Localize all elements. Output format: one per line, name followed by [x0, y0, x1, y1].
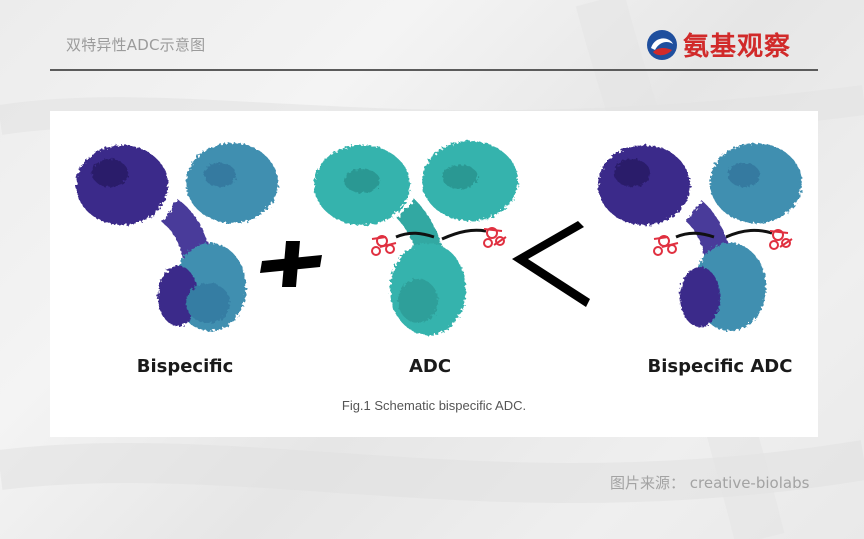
adc-antibody	[314, 141, 518, 335]
brand-logo: 氨基观察	[645, 26, 791, 63]
header-divider	[50, 69, 818, 71]
bispecific-adc-antibody	[598, 143, 802, 331]
payload-left	[653, 235, 679, 256]
payload-right	[769, 229, 793, 250]
payload-left	[371, 235, 397, 256]
page-title: 双特异性ADC示意图	[66, 36, 206, 54]
figure-caption: Fig.1 Schematic bispecific ADC.	[341, 398, 527, 413]
linker-left	[395, 231, 435, 239]
less-than-arrow-icon	[512, 221, 590, 307]
brand-name: 氨基观察	[683, 32, 792, 62]
label-adc: ADC	[408, 356, 452, 377]
payload-right	[483, 227, 507, 248]
figure-artwork	[76, 141, 802, 335]
bispecific-antibody	[76, 143, 278, 331]
linker-right	[441, 228, 487, 241]
image-source: 图片来源： creative-biolabs	[610, 474, 810, 492]
brand-logo-icon	[647, 29, 677, 60]
label-bispecific: Bispecific	[136, 356, 234, 377]
figure-panel: Bispecific ADC Bispecific ADC Fig.1 Sche…	[50, 111, 818, 437]
label-bispecific-adc: Bispecific ADC	[647, 356, 793, 377]
linker-left	[675, 231, 715, 239]
plus-icon	[260, 241, 322, 287]
linker-right	[725, 228, 773, 239]
